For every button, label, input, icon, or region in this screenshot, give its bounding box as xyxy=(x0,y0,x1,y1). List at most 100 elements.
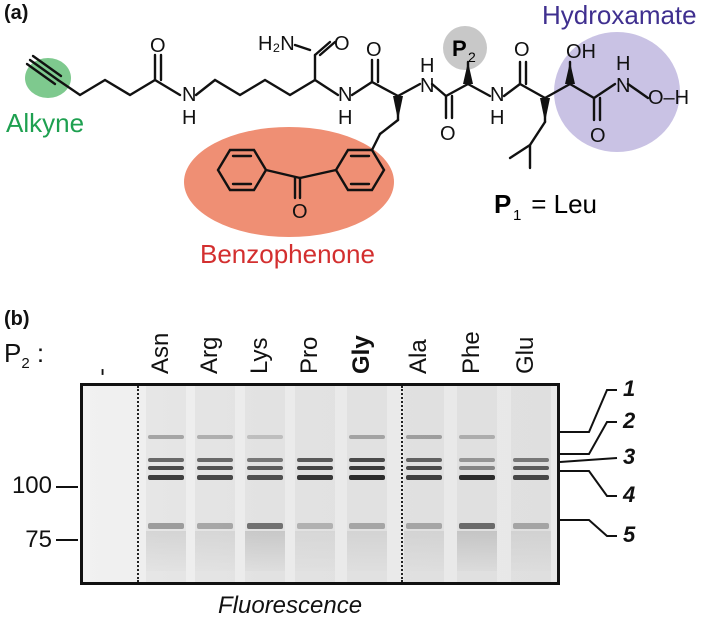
gel-band-2 xyxy=(197,458,233,462)
gel-band-5 xyxy=(406,523,442,529)
callout-line-1 xyxy=(560,389,617,433)
p1-subscript: 1 xyxy=(513,207,521,224)
lane-divider xyxy=(401,386,403,582)
gel-band-5 xyxy=(297,523,333,529)
atom-h2: H xyxy=(338,107,352,129)
gel-band-1 xyxy=(148,435,184,439)
gel-band-2 xyxy=(148,458,184,462)
gel-band-2 xyxy=(349,458,385,462)
p2-row-label: P2 : xyxy=(4,338,44,372)
gel-image xyxy=(80,383,560,585)
atom-o4: O xyxy=(440,123,456,145)
p2-row-letter: P xyxy=(4,338,22,368)
benzophenone-highlight xyxy=(184,127,394,237)
gel-band-1 xyxy=(197,435,233,439)
lane-label-asn: Asn xyxy=(147,332,174,374)
p1-equals-leu: = Leu xyxy=(524,189,597,219)
gel-band-1 xyxy=(406,435,442,439)
gel-smear xyxy=(245,531,285,571)
gel-band-4 xyxy=(513,475,549,480)
gel-band-5 xyxy=(247,523,283,529)
gel-band-1 xyxy=(459,435,495,439)
wedge-bond-p2 xyxy=(463,62,473,84)
gel-band-4 xyxy=(197,475,233,480)
gel-band-4 xyxy=(297,475,333,480)
p2-row-subscript: 2 xyxy=(21,355,30,373)
callout-line-2 xyxy=(560,421,617,455)
band-number-5: 5 xyxy=(623,522,636,547)
lane-divider xyxy=(137,386,139,582)
atom-benzophenone-o: O xyxy=(292,201,308,223)
gel-band-2 xyxy=(247,458,283,462)
atom-n4: N xyxy=(490,84,504,106)
chemical-structure: O N H H₂N O N H O H N O N H O OH N H O–H… xyxy=(6,0,697,269)
gel-smear xyxy=(146,531,186,571)
lane-label-pro: Pro xyxy=(296,336,323,374)
callout-line-4 xyxy=(560,470,617,497)
marker-75-label: 75 xyxy=(25,526,52,553)
gel-band-5 xyxy=(197,523,233,529)
panel-b-label: (b) xyxy=(4,308,30,330)
atom-oh: OH xyxy=(566,41,596,63)
band-number-3: 3 xyxy=(623,444,636,469)
p1-letter: P xyxy=(494,189,511,219)
gel-caption: Fluorescence xyxy=(218,592,363,619)
band-number-4: 4 xyxy=(623,482,636,507)
atom-o2: O xyxy=(334,33,350,55)
gel-band-4 xyxy=(148,475,184,480)
callout-line-5 xyxy=(560,519,617,537)
wedge-bond-phe xyxy=(393,96,403,120)
lane-label-arg: Arg xyxy=(196,336,223,374)
gel-band-3 xyxy=(247,466,283,470)
gel-band-3 xyxy=(459,466,495,470)
lane-label-gly: Gly xyxy=(348,335,375,374)
gel-band-2 xyxy=(513,458,549,462)
atom-h1: H xyxy=(182,107,196,129)
marker-100-label: 100 xyxy=(11,472,52,499)
hydroxamate-label: Hydroxamate xyxy=(542,0,697,30)
gel-smear xyxy=(347,531,387,571)
atom-h4: H xyxy=(490,107,504,129)
atom-n2: N xyxy=(338,84,352,106)
benzophenone-label: Benzophenone xyxy=(200,239,375,269)
atom-oh2: O–H xyxy=(648,87,689,109)
gel-band-1 xyxy=(247,435,283,439)
atom-o3: O xyxy=(366,39,382,61)
p2-letter: P xyxy=(452,36,467,61)
atom-h5: H xyxy=(616,53,630,75)
gel-band-2 xyxy=(459,458,495,462)
wedge-bond-oh xyxy=(565,62,575,84)
lane-label-phe: Phe xyxy=(458,331,485,374)
gel-band-5 xyxy=(513,523,549,529)
lane-label-none: - xyxy=(88,368,115,376)
marker-100-tick xyxy=(56,486,78,488)
p2-highlight xyxy=(443,26,487,70)
band-callouts xyxy=(559,389,618,537)
gel-band-3 xyxy=(406,466,442,470)
atom-o6: O xyxy=(590,125,606,147)
gel-smear xyxy=(511,531,551,571)
hydroxamate-highlight xyxy=(554,32,680,152)
gel-smear xyxy=(295,531,335,571)
gel-band-5 xyxy=(148,523,184,529)
atom-h2n: H₂N xyxy=(258,33,295,55)
p2-subscript: 2 xyxy=(468,49,476,65)
band-number-1: 1 xyxy=(623,376,636,401)
callout-line-3 xyxy=(559,457,618,463)
gel-band-5 xyxy=(349,523,385,529)
gel-band-4 xyxy=(406,475,442,480)
gel-band-2 xyxy=(406,458,442,462)
wedge-bond-leu xyxy=(540,98,550,122)
gel-band-4 xyxy=(247,475,283,480)
gel-band-3 xyxy=(197,466,233,470)
gel-band-3 xyxy=(513,466,549,470)
lane-label-ala: Ala xyxy=(405,339,432,374)
atom-n5: N xyxy=(616,75,630,97)
atom-o1: O xyxy=(150,35,166,57)
gel-band-4 xyxy=(349,475,385,480)
gel-band-5 xyxy=(459,523,495,529)
gel-band-3 xyxy=(297,466,333,470)
p2-row-colon: : xyxy=(36,338,45,368)
marker-75-tick xyxy=(56,539,78,541)
gel-band-4 xyxy=(459,475,495,480)
